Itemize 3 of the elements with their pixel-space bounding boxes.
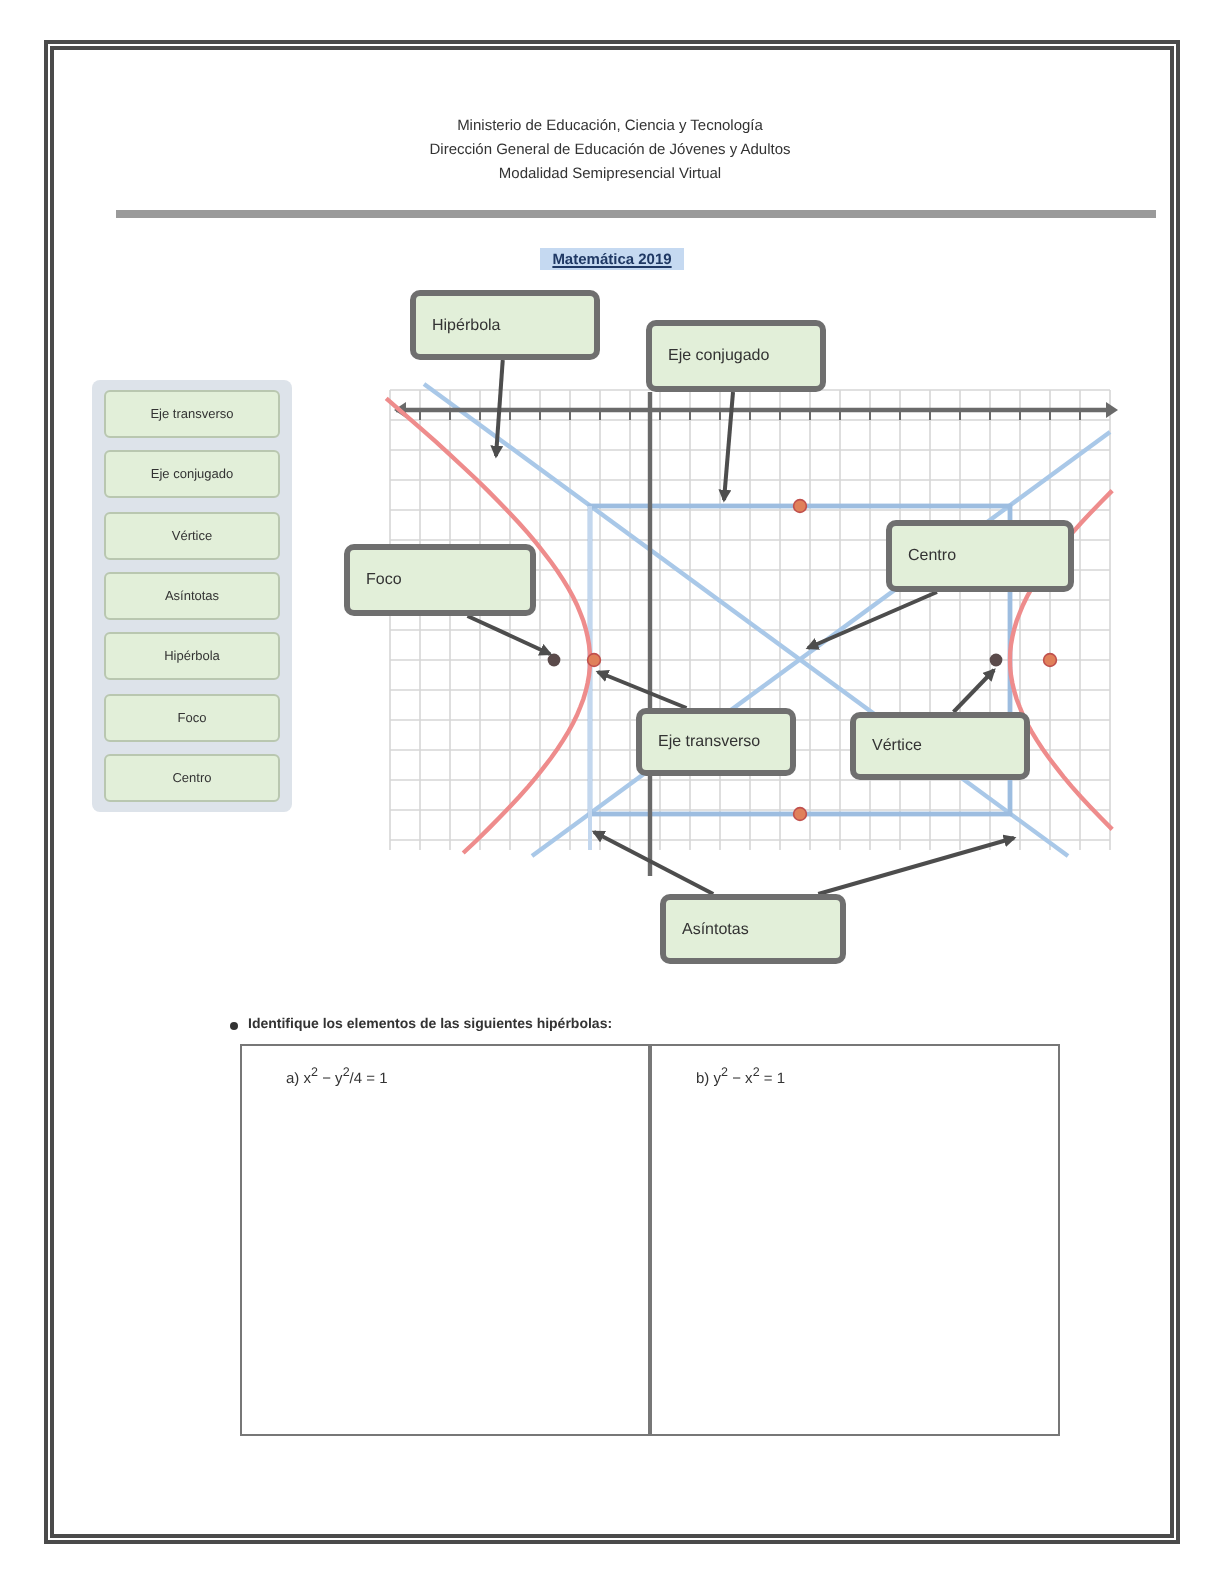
callout-label: Eje conjugado <box>646 320 826 392</box>
callout-label: Asíntotas <box>660 894 846 964</box>
callout-label: Hipérbola <box>410 290 600 360</box>
